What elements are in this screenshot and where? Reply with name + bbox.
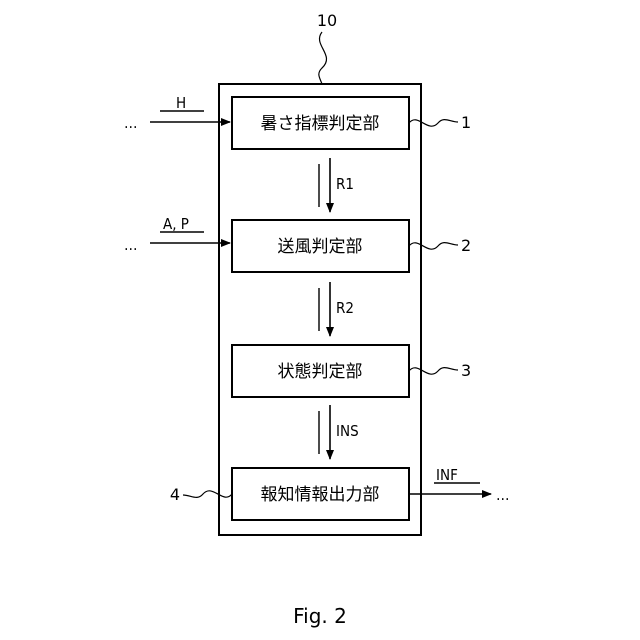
signal-ins-label: INS	[336, 422, 359, 440]
block-2-ref-number: 2	[461, 236, 471, 255]
block-state-judging-unit-label: 状態判定部	[278, 362, 363, 382]
input-h-label: H	[176, 94, 186, 112]
output-inf-ellipsis: …	[496, 486, 510, 504]
device-ref-leader	[319, 32, 327, 84]
block-2-ref-leader	[409, 243, 458, 250]
signal-r2-label: R2	[336, 299, 354, 317]
figure-caption: Fig. 2	[293, 604, 347, 628]
input-h-ellipsis: …	[124, 114, 138, 132]
output-inf-label: INF	[436, 466, 458, 484]
block-heat-index-judging-unit-label: 暑さ指標判定部	[261, 114, 380, 134]
block-1-ref-number: 1	[461, 113, 471, 132]
block-4-ref-leader	[183, 491, 232, 498]
block-3-ref-number: 3	[461, 361, 471, 380]
block-air-blow-judging-unit-label: 送風判定部	[278, 237, 363, 257]
block-1-ref-leader	[409, 120, 458, 127]
input-ap-ellipsis: …	[124, 236, 138, 254]
block-notification-output-unit-label: 報知情報出力部	[261, 485, 380, 505]
device-ref-number: 10	[317, 11, 337, 30]
block-4-ref-number: 4	[170, 485, 180, 504]
block-3-ref-leader	[409, 368, 458, 375]
signal-r1-label: R1	[336, 175, 354, 193]
input-ap-label: A, P	[163, 215, 189, 233]
